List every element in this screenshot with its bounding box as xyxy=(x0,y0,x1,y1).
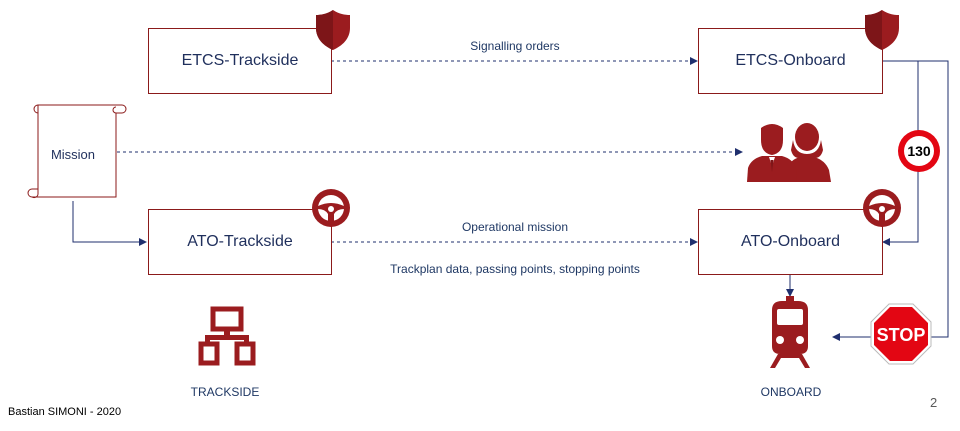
shield-icon xyxy=(316,10,350,50)
signalling-orders-label: Signalling orders xyxy=(470,39,560,53)
shield-icon xyxy=(865,10,899,50)
mission-label: Mission xyxy=(50,147,96,162)
mission-to-ato-trackside-arrow xyxy=(72,201,147,246)
train-icon xyxy=(770,296,810,368)
speed-limit-value: 130 xyxy=(907,143,931,159)
author-footer: Bastian SIMONI - 2020 xyxy=(8,406,122,418)
operational-mission-label: Operational mission xyxy=(461,220,569,234)
network-icon xyxy=(198,306,256,366)
trackplan-data-label: Trackplan data, passing points, stopping… xyxy=(390,262,640,276)
stop-sign-text: STOP xyxy=(877,325,926,345)
stop-sign-icon: STOP xyxy=(870,303,932,365)
onboard-caption: ONBOARD xyxy=(760,385,822,399)
steering-wheel-icon xyxy=(312,189,350,227)
scroll-icon xyxy=(27,104,127,199)
speed-limit-sign-icon: 130 xyxy=(898,130,940,172)
ato-onboard-box: ATO-Onboard xyxy=(698,209,883,275)
ato-trackside-box: ATO-Trackside xyxy=(148,209,332,275)
etcs-trackside-box: ETCS-Trackside xyxy=(148,28,332,94)
etcs-onboard-box: ETCS-Onboard xyxy=(698,28,883,94)
people-icon xyxy=(747,123,831,182)
trackside-caption: TRACKSIDE xyxy=(190,385,260,399)
steering-wheel-icon xyxy=(863,189,901,227)
page-number: 2 xyxy=(930,395,938,410)
